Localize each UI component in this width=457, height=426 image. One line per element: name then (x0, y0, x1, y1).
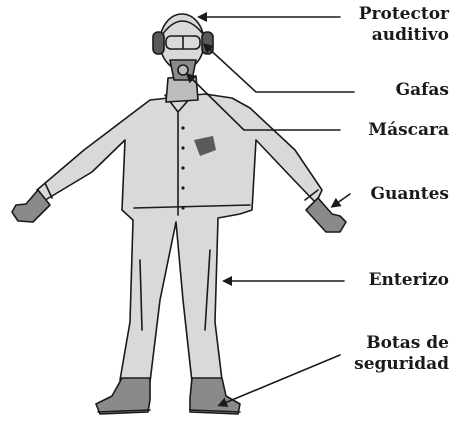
coverall-outline (37, 94, 322, 382)
respirator-mask (170, 60, 196, 80)
label-enterizo: Enterizo (369, 270, 449, 291)
right-boot (190, 378, 240, 414)
label-protector-line1: Protector (359, 4, 449, 25)
label-botas-line1: Botas de (354, 333, 449, 354)
button-3 (181, 166, 184, 169)
boots (96, 378, 240, 414)
left-earmuff (153, 32, 164, 54)
label-mascara: Máscara (368, 120, 449, 141)
label-botas-seguridad: Botas de seguridad (354, 333, 449, 375)
coverall-figure (37, 94, 322, 382)
label-guantes: Guantes (371, 184, 450, 205)
arrow-gafas (205, 45, 354, 92)
label-botas-line2: seguridad (354, 354, 449, 375)
button-2 (181, 146, 184, 149)
label-protector-auditivo: Protector auditivo (359, 4, 449, 46)
mask-filter (178, 65, 188, 75)
left-boot (96, 378, 150, 414)
button-1 (181, 126, 184, 129)
arrow-botas (220, 355, 340, 405)
label-protector-line2: auditivo (359, 25, 449, 46)
button-4 (181, 186, 184, 189)
arrow-guantes (333, 194, 350, 206)
label-gafas: Gafas (396, 80, 449, 101)
right-glove (306, 198, 346, 232)
